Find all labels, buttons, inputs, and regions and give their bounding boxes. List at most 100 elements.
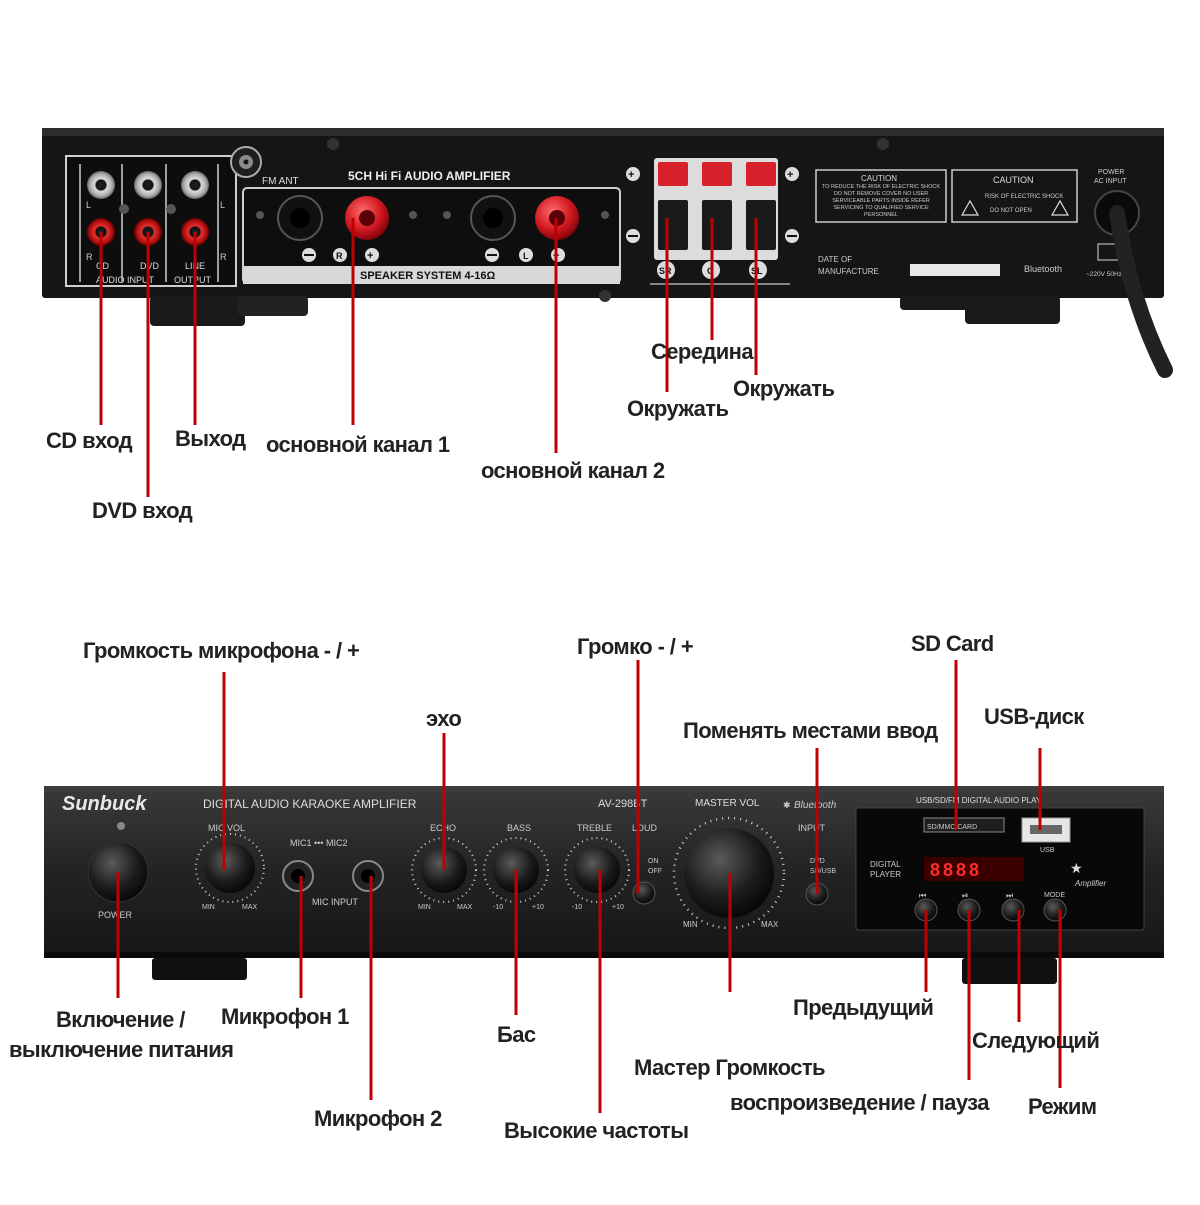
front-bluetooth-label: Bluetooth (794, 800, 837, 811)
front-right-foot (962, 958, 1057, 984)
jack-cd-label: CD (96, 261, 109, 271)
mic1-mic2-label: MIC1 ••• MIC2 (290, 838, 347, 848)
cd-l-jack[interactable] (87, 171, 115, 199)
led-display (924, 857, 1024, 881)
sd-card-slot[interactable] (923, 817, 1005, 833)
front-title: DIGITAL AUDIO KARAOKE AMPLIFIER (203, 797, 417, 811)
mic-vol-label: MIC VOL (208, 823, 245, 833)
ch-l-label: L (86, 200, 91, 210)
treble-label: TREBLE (577, 823, 612, 833)
echo-min: MIN (418, 904, 431, 911)
echo-max: MAX (457, 904, 473, 911)
callout-sd-card: SD Card (911, 631, 994, 656)
dvd-l-jack[interactable] (134, 171, 162, 199)
next-icon: ⏭ (1006, 891, 1013, 900)
input-label: INPUT (798, 823, 826, 833)
speaker-r-label: R (336, 251, 343, 261)
play-pause-icon: ⏯ (962, 891, 968, 900)
front-panel: Sunbuck DIGITAL AUDIO KARAOKE AMPLIFIER … (44, 786, 1164, 984)
warning-triangle-icon (960, 199, 980, 216)
speaker-l-label: L (523, 251, 529, 261)
stars-icon: ★ (1070, 860, 1083, 876)
power-label-2: AC INPUT (1094, 178, 1127, 185)
callout-mic1: Микрофон 1 (221, 1004, 349, 1029)
callout-master-volume: Мастер Громкость (634, 1055, 826, 1080)
callout-main-channel-1: основной канал 1 (266, 432, 450, 457)
audio-input-block: L R L R CD DVD LINE AUDIO INPUT OUTPUT (79, 164, 227, 285)
sr-terminal[interactable] (658, 162, 688, 186)
callout-play-pause: воспроизведение / пауза (730, 1090, 989, 1115)
bass-label: BASS (507, 823, 531, 833)
brand-logo: Sunbuck (62, 793, 147, 815)
digital-player-label-1: DIGITAL (870, 860, 901, 869)
digital-player-label-2: PLAYER (870, 870, 901, 879)
date-label-1: DATE OF (818, 255, 852, 264)
treble-plus10: +10 (612, 904, 624, 911)
jack-dvd-label: DVD (140, 261, 160, 271)
mode-label: MODE (1044, 892, 1065, 899)
loud-off-label: OFF (648, 868, 662, 875)
usb-label: USB (1040, 847, 1055, 854)
power-label: POWER (98, 910, 133, 920)
ch-r-label-right: R (220, 252, 227, 262)
treble-minus10: -10 (572, 904, 582, 911)
loud-button[interactable] (632, 881, 656, 905)
power-led (117, 822, 125, 830)
voltage-label: ~220V 50Hz (1086, 271, 1122, 278)
next-button[interactable] (1001, 898, 1025, 922)
sl-terminal[interactable] (746, 162, 776, 186)
speaker-system-label: SPEAKER SYSTEM 4-16Ω (360, 270, 496, 282)
master-vol-label: MASTER VOL (695, 798, 760, 809)
rear-panel: L R L R CD DVD LINE AUDIO INPUT OUTPUT F… (42, 128, 1173, 378)
callout-main-channel-2: основной канал 2 (481, 458, 665, 483)
callout-output: Выход (175, 426, 246, 451)
amplifier-logo: Amplifier (1074, 879, 1106, 888)
caution2-text1: RISK OF ELECTRIC SHOCK (985, 194, 1063, 200)
plus-icon: + (787, 169, 793, 181)
master-vol-min: MIN (683, 920, 698, 929)
callout-input-switch: Поменять местами ввод (683, 718, 938, 743)
callout-loud: Громко - / + (577, 634, 694, 659)
mic-vol-max: MAX (242, 904, 258, 911)
bluetooth-icon: ✱ (783, 800, 791, 810)
callout-echo: эхо (426, 706, 462, 731)
line-l-jack[interactable] (181, 171, 209, 199)
usb-sd-player-label: USB/SD/FM DIGITAL AUDIO PLAY (916, 796, 1042, 805)
treble-knob[interactable] (574, 847, 620, 893)
model-label: AV-298BT (598, 798, 648, 810)
output-label: OUTPUT (174, 275, 212, 285)
leader-lines (99, 218, 1062, 1113)
mode-button[interactable] (1043, 898, 1067, 922)
fm-ant-label: FM ANT (262, 176, 299, 187)
callout-cd-input: CD вход (46, 428, 133, 453)
power-cable (1094, 190, 1173, 378)
callout-dvd-input: DVD вход (92, 498, 193, 523)
callout-center: Середина (651, 339, 754, 364)
power-label-1: POWER (1098, 169, 1124, 176)
caution1-title: CAUTION (861, 174, 897, 183)
master-vol-max: MAX (761, 920, 779, 929)
rear-title: 5CH Hi Fi AUDIO AMPLIFIER (348, 169, 511, 183)
mic-vol-scale (195, 833, 265, 903)
callout-power-line2: выключение питания (9, 1037, 234, 1062)
master-vol-scale (672, 816, 786, 930)
mic-input-label: MIC INPUT (312, 897, 359, 907)
callout-power-line1: Включение / (56, 1007, 185, 1032)
previous-icon: ⏮ (919, 891, 926, 900)
surround-center-block: + + SR C SL (626, 158, 799, 285)
bass-plus10: +10 (532, 904, 544, 911)
callout-previous: Предыдущий (793, 995, 934, 1020)
plus-icon: + (367, 250, 373, 262)
mic-vol-knob[interactable] (205, 843, 255, 893)
treble-scale (564, 837, 630, 903)
fm-antenna-jack[interactable]: FM ANT (230, 146, 299, 187)
ch-r-label: R (86, 252, 93, 262)
c-terminal[interactable] (702, 162, 732, 186)
led-display-digits-icon: 8888 (930, 860, 982, 880)
rear-bluetooth-label: Bluetooth (1024, 264, 1062, 274)
callout-bass: Бас (497, 1022, 536, 1047)
mic-vol-min: MIN (202, 904, 215, 911)
callout-next: Следующий (972, 1028, 1100, 1053)
